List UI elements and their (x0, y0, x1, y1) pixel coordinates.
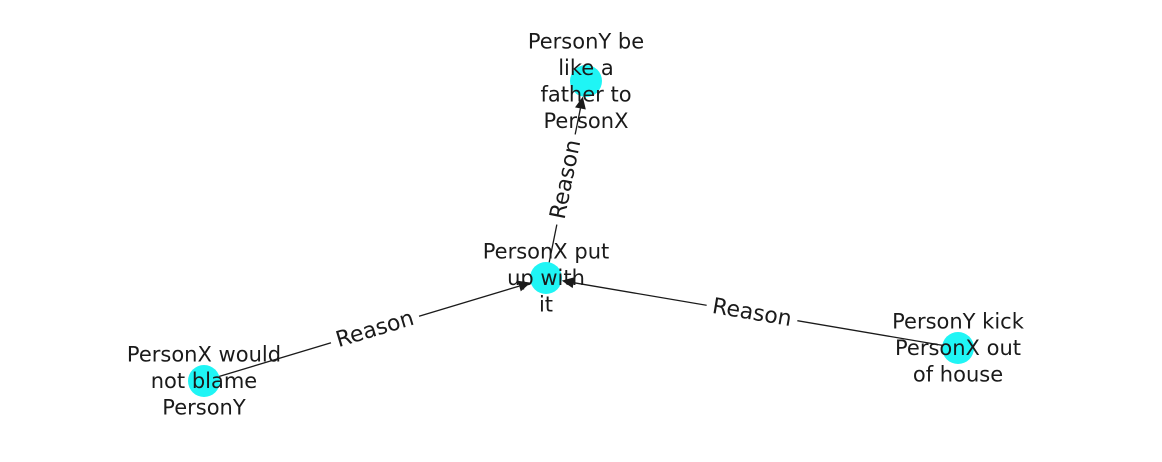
node-label-line: PersonX (544, 109, 629, 133)
node-label-line: not blame (151, 369, 257, 393)
edge-label-background (326, 302, 424, 357)
node-label-line: PersonY be (528, 29, 644, 53)
edge-label-e_kick: Reason (704, 291, 800, 335)
node-label-line: PersonY kick (892, 310, 1025, 334)
node-label-line: PersonX would (127, 343, 281, 367)
node-label-line: up with (507, 266, 585, 290)
node-label-line: father to (540, 82, 631, 106)
node-label-line: PersonX out (895, 336, 1021, 360)
edge-label-text: Reason (333, 306, 417, 353)
node-label-line: of house (913, 363, 1003, 387)
node-label-line: PersonX put (483, 240, 610, 264)
arrowhead-e_father (575, 96, 586, 110)
nodes-layer (188, 65, 974, 397)
node-label-line: it (539, 293, 553, 317)
node-circle-n_blame[interactable] (188, 365, 220, 397)
edge-label-background (543, 131, 589, 228)
edge-label-e_blame: Reason (326, 302, 424, 357)
node-circle-n_kick[interactable] (942, 332, 974, 364)
edge-label-background (704, 291, 800, 335)
node-circle-n_father[interactable] (570, 65, 602, 97)
node-label-line: PersonY (162, 396, 246, 420)
edge-label-e_father: Reason (543, 131, 589, 228)
arrowhead-e_kick (561, 277, 575, 289)
arrowhead-e_blame (517, 280, 531, 292)
node-circle-n_putup[interactable] (530, 262, 562, 294)
node-label-line: like a (558, 56, 614, 80)
